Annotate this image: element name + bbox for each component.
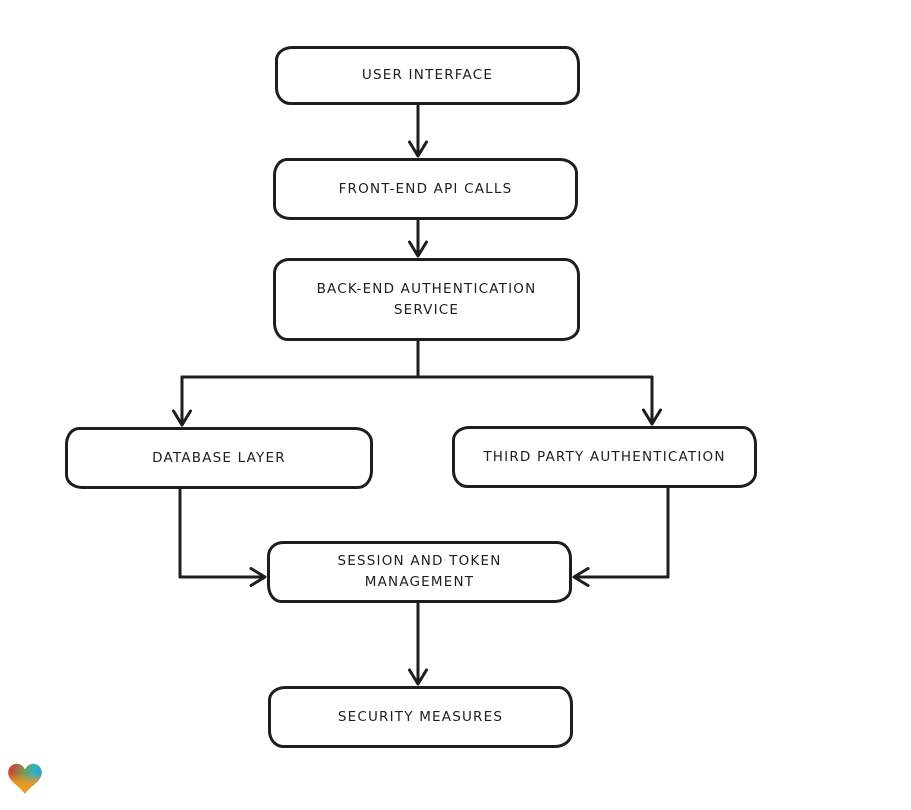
edge-frontend-to-backend xyxy=(408,219,428,258)
node-database-layer[interactable]: DATABASE LAYER xyxy=(65,427,373,489)
edge-session-to-security xyxy=(408,602,428,686)
edge-ui-to-frontend xyxy=(408,104,428,158)
node-session-and-token-management[interactable]: SESSION AND TOKEN MANAGEMENT xyxy=(267,541,572,603)
edge-database-to-session xyxy=(178,488,267,587)
edge-thirdparty-to-session xyxy=(572,487,670,587)
edge-backend-split xyxy=(172,340,662,427)
node-third-party-authentication-label: THIRD PARTY AUTHENTICATION xyxy=(483,448,726,465)
node-database-layer-label: DATABASE LAYER xyxy=(152,449,286,466)
node-user-interface-label: USER INTERFACE xyxy=(361,67,494,84)
node-back-end-authentication-service[interactable]: BACK-END AUTHENTICATION SERVICE xyxy=(273,258,580,341)
node-front-end-api-calls[interactable]: FRONT-END API CALLS xyxy=(273,158,578,220)
node-back-end-authentication-service-label: BACK-END AUTHENTICATION SERVICE xyxy=(316,280,537,318)
node-session-and-token-management-label: SESSION AND TOKEN MANAGEMENT xyxy=(337,553,502,590)
node-user-interface[interactable]: USER INTERFACE xyxy=(275,46,580,105)
node-front-end-api-calls-label: FRONT-END API CALLS xyxy=(338,180,513,197)
gradient-heart-logo-icon[interactable] xyxy=(8,762,42,796)
node-security-measures-label: SECURITY MEASURES xyxy=(337,708,504,725)
node-third-party-authentication[interactable]: THIRD PARTY AUTHENTICATION xyxy=(452,426,757,488)
node-security-measures[interactable]: SECURITY MEASURES xyxy=(268,686,573,748)
